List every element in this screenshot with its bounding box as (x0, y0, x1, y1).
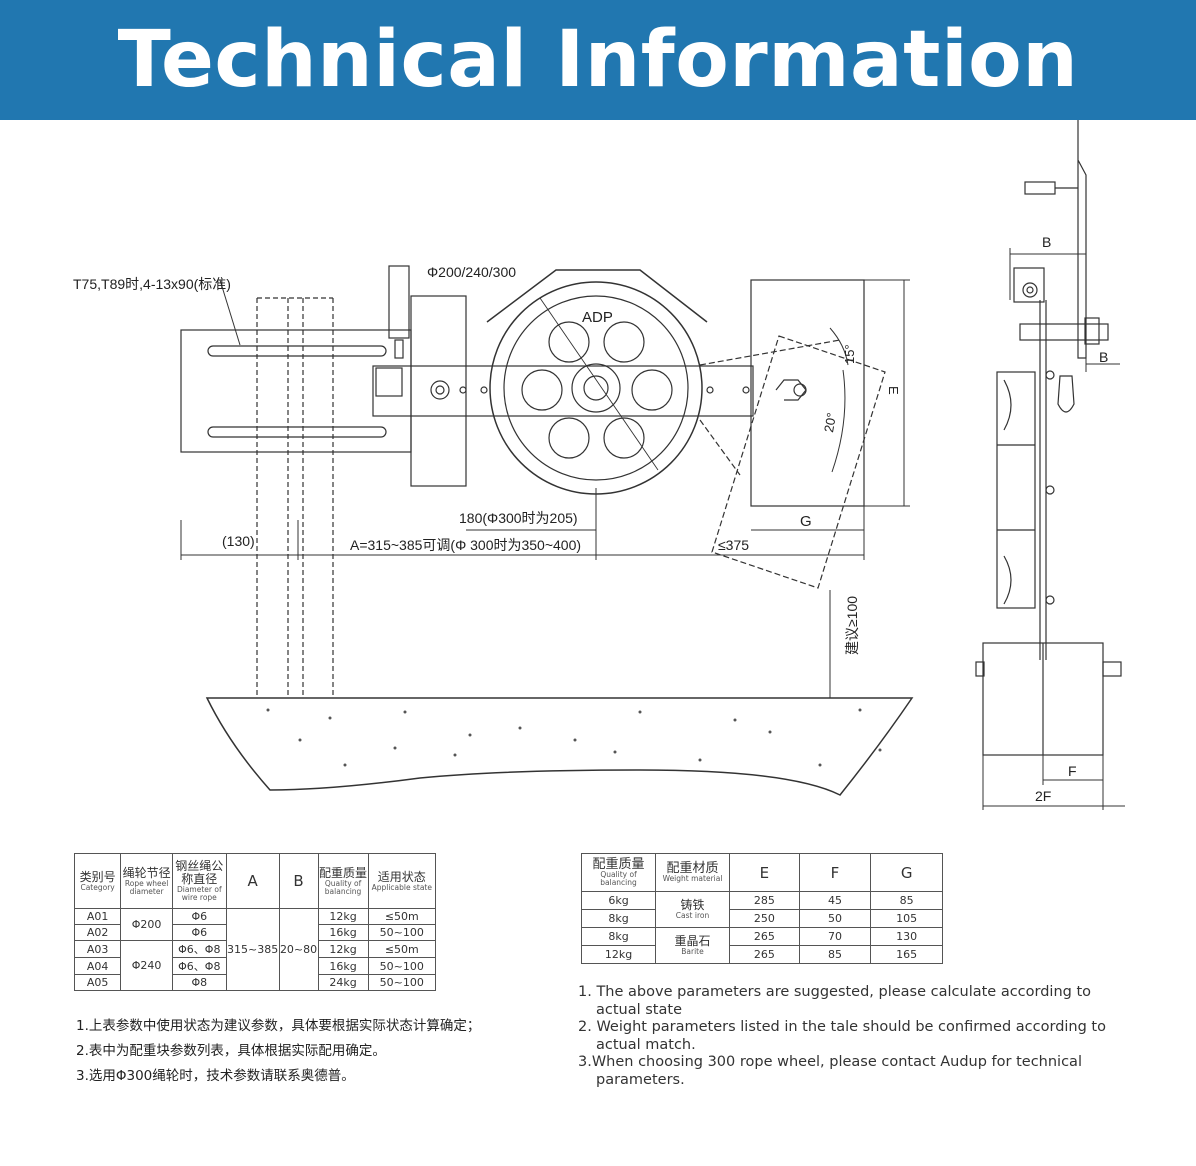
t1-h-mass: 配重质量 (319, 865, 368, 880)
t1-h-rope: 钢丝绳公称直径 (175, 859, 224, 886)
side-counterweight (996, 371, 1036, 609)
slot-upper (207, 345, 387, 357)
table-row: A05 Φ8 24kg 50~100 (73, 974, 437, 991)
label-B-side: B (1099, 349, 1108, 365)
slot-lower (207, 426, 387, 438)
t1-shared-A: 315~385 (225, 908, 280, 991)
t2-material-cast: 铸铁 (680, 898, 705, 912)
rotated-weight (699, 335, 886, 589)
t1-h-A: A (225, 853, 280, 909)
label-F: F (1068, 763, 1077, 779)
page-title: Technical Information (117, 15, 1079, 105)
table-row: A04 Φ6、Φ8 16kg 50~100 (73, 957, 437, 975)
t1-shared-B: 20~80 (278, 908, 319, 991)
arm-beam (372, 365, 754, 417)
note-en-2: 2. Weight parameters listed in the tale … (578, 1019, 1106, 1053)
label-G: G (800, 513, 812, 530)
label-model: ADP (582, 309, 613, 326)
label-angle-15: 15° (842, 344, 857, 364)
note-zh-2: 2.表中为配重块参数列表，具体根据实际配用确定。 (76, 1043, 386, 1059)
label-angle-20: 20° (821, 411, 839, 433)
label-2F: 2F (1035, 788, 1051, 804)
dimension-lines (180, 279, 910, 698)
header-banner: Technical Information (0, 0, 1196, 120)
t2-h-G: G (870, 853, 943, 892)
table-row: 12kg 265 85 165 (580, 945, 943, 964)
clamp-block (375, 367, 403, 397)
guide-rail (256, 297, 334, 698)
note-en-3: 3.When choosing 300 rope wheel, please c… (578, 1054, 1082, 1088)
label-100: 建议≥100 (844, 596, 860, 655)
ground-speckles (266, 708, 882, 767)
front-view (180, 265, 914, 796)
label-130: (130) (222, 533, 255, 549)
note-zh-3: 3.选用Φ300绳轮时，技术参数请联系奥德普。 (76, 1068, 355, 1084)
t1-h-state: 适用状态 (377, 869, 426, 884)
t1-h-wheel: 绳轮节径 (122, 865, 171, 880)
wheel-guard (486, 269, 708, 323)
table-row: A01 Φ200 Φ6 315~385 20~80 12kg ≤50m (73, 908, 437, 991)
label-B-top: B (1042, 234, 1051, 250)
safety-switch (388, 265, 410, 339)
ground-foundation (205, 697, 914, 796)
t1-h-B: B (278, 853, 319, 909)
t2-h-E: E (728, 853, 800, 892)
back-plate (410, 295, 467, 487)
counterweight (750, 279, 865, 507)
table-row: A03 Φ240 Φ6、Φ8 12kg ≤50m (73, 940, 437, 991)
technical-drawing: T75,T89时,4-13x90(标准) Φ200/240/300 ADP 15… (73, 120, 1125, 810)
t2-h-F: F (798, 853, 872, 892)
note-en-1: 1. The above parameters are suggested, p… (578, 984, 1092, 1018)
label-375: ≤375 (718, 537, 749, 553)
label-180: 180(Φ300时为205) (459, 510, 578, 526)
label-wheel-diameter: Φ200/240/300 (427, 264, 516, 280)
t2-material-barite: 重晶石 (674, 934, 711, 948)
notes-chinese: 1.上表参数中使用状态为建议参数，具体要根据实际状态计算确定； 2.表中为配重块… (76, 1014, 576, 1089)
table-row: A02 Φ6 16kg 50~100 (73, 924, 437, 941)
label-E: E (886, 386, 901, 395)
label-rail-spec: T75,T89时,4-13x90(标准) (73, 276, 231, 292)
t2-h-mass: 配重质量 (592, 857, 645, 872)
t2-h-material: 配重材质 (666, 861, 719, 876)
table-row: 8kg 250 50 105 (580, 909, 943, 928)
label-A: A=315~385可调(Φ 300时为350~400) (350, 537, 581, 553)
notes-english: 1. The above parameters are suggested, p… (578, 984, 1138, 1089)
note-zh-1: 1.上表参数中使用状态为建议参数，具体要根据实际状态计算确定； (76, 1018, 481, 1034)
t1-h-category: 类别号 (79, 869, 116, 884)
side-view (975, 120, 1125, 810)
